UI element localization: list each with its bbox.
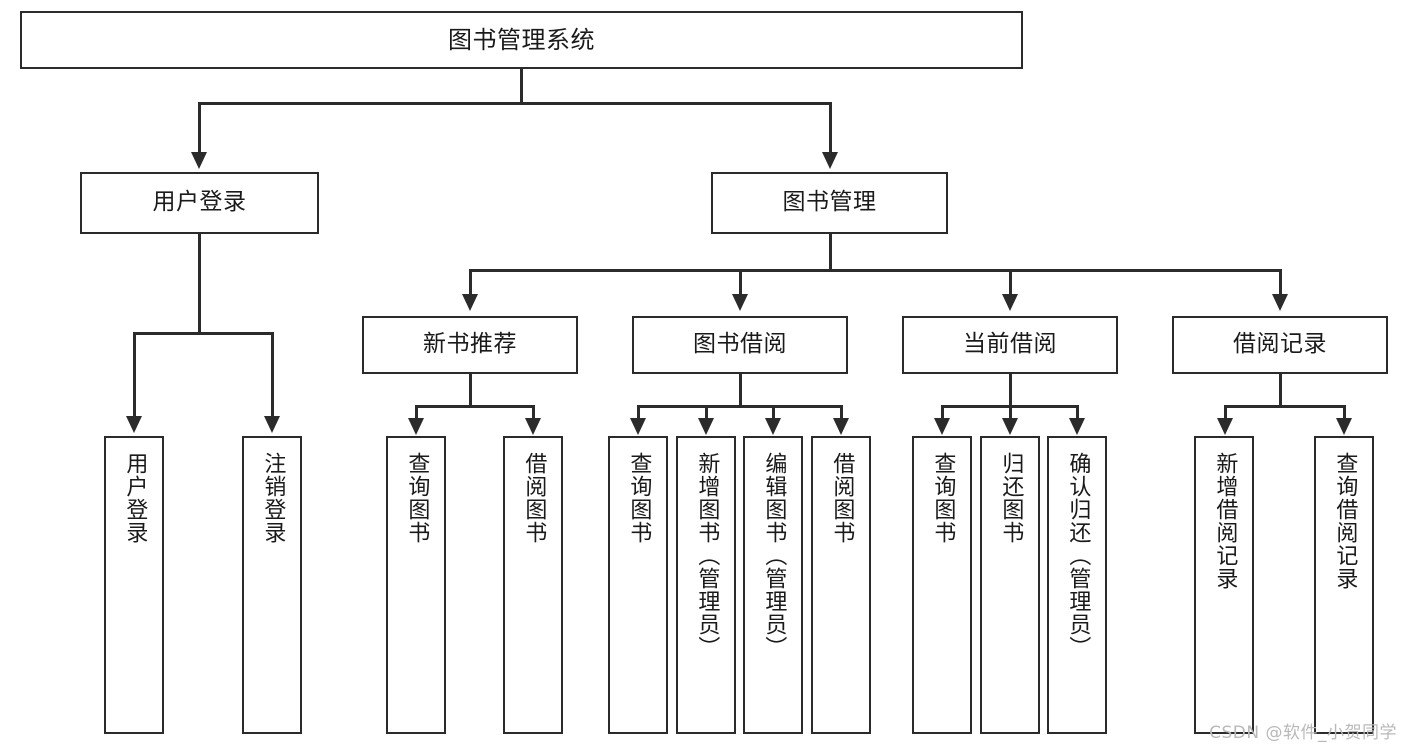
node-label: 查询图书 — [626, 452, 652, 544]
edge-user-login-to-leaf-2 — [271, 332, 274, 416]
edge-br-to-leaf-2 — [1343, 405, 1346, 419]
edge-cb-to-leaf-1 — [941, 405, 944, 419]
edge-book-management-bus — [469, 269, 1281, 272]
arrow-bm-to-l3-3 — [1002, 294, 1018, 311]
node-label: 注销登录 — [260, 452, 286, 544]
arrow-cb-to-leaf-3 — [1069, 418, 1085, 435]
arrow-bm-to-l3-1 — [462, 294, 478, 311]
edge-br-stem — [1279, 374, 1282, 407]
edge-book-management-stem — [829, 234, 832, 270]
node-leaf-logout-login[interactable]: 注销登录 — [242, 436, 302, 734]
node-leaf-query-record[interactable]: 查询借阅记录 — [1314, 436, 1374, 734]
node-label: 查询图书 — [404, 452, 430, 544]
arrow-bb-to-leaf-1 — [630, 418, 646, 435]
arrow-br-to-leaf-1 — [1217, 418, 1233, 435]
node-label: 新增借阅记录 — [1212, 452, 1238, 590]
edge-root-bus — [198, 102, 832, 105]
node-leaf-query-book-1[interactable]: 查询图书 — [386, 436, 446, 734]
node-label: 查询借阅记录 — [1332, 452, 1358, 590]
edge-nbr-to-leaf-1 — [415, 405, 418, 419]
arrow-user-login-to-leaf-1 — [126, 416, 142, 433]
node-label: 确认归还（管理员） — [1065, 452, 1091, 659]
arrow-bb-to-leaf-2 — [698, 418, 714, 435]
node-label: 当前借阅 — [963, 331, 1057, 358]
edge-bb-to-leaf-2 — [705, 405, 708, 419]
node-borrow-record[interactable]: 借阅记录 — [1172, 316, 1388, 374]
node-label: 借阅图书 — [829, 452, 855, 544]
node-label: 图书管理 — [782, 189, 877, 216]
node-leaf-confirm-return[interactable]: 确认归还（管理员） — [1047, 436, 1107, 734]
node-book-management[interactable]: 图书管理 — [711, 172, 948, 234]
arrow-bm-to-l3-2 — [732, 294, 748, 311]
arrow-bm-to-l3-4 — [1272, 294, 1288, 311]
edge-root-to-book-management — [829, 102, 832, 152]
arrow-bb-to-leaf-3 — [765, 418, 781, 435]
node-leaf-query-book-2[interactable]: 查询图书 — [608, 436, 668, 734]
edge-bm-to-l3-4 — [1279, 269, 1282, 295]
node-book-management-system[interactable]: 图书管理系统 — [20, 11, 1023, 69]
edge-nbr-stem — [469, 374, 472, 407]
edge-br-to-leaf-1 — [1224, 405, 1227, 419]
node-label: 借阅记录 — [1233, 331, 1327, 358]
edge-bb-to-leaf-1 — [637, 405, 640, 419]
edge-root-to-user-login — [198, 102, 201, 152]
node-user-login[interactable]: 用户登录 — [80, 172, 319, 234]
node-leaf-return-book[interactable]: 归还图书 — [980, 436, 1040, 734]
node-label: 用户登录 — [152, 189, 247, 216]
edge-user-login-bus — [133, 332, 273, 335]
arrow-cb-to-leaf-2 — [1002, 418, 1018, 435]
node-label: 图书借阅 — [693, 331, 787, 358]
node-leaf-edit-book[interactable]: 编辑图书（管理员） — [743, 436, 803, 734]
node-new-book-recommend[interactable]: 新书推荐 — [362, 316, 578, 374]
node-current-borrow[interactable]: 当前借阅 — [902, 316, 1118, 374]
watermark-text: CSDN @软件_小贺同学 — [1209, 723, 1397, 743]
node-label: 借阅图书 — [521, 452, 547, 544]
node-leaf-query-book-3[interactable]: 查询图书 — [912, 436, 972, 734]
edge-user-login-to-leaf-1 — [133, 332, 136, 416]
edge-root-stem — [520, 69, 523, 104]
edge-bm-to-l3-3 — [1009, 269, 1012, 295]
edge-cb-to-leaf-2 — [1009, 405, 1012, 419]
edge-bm-to-l3-2 — [739, 269, 742, 295]
node-label: 查询图书 — [930, 452, 956, 544]
arrow-br-to-leaf-2 — [1336, 418, 1352, 435]
node-book-borrow[interactable]: 图书借阅 — [632, 316, 848, 374]
edge-br-bus — [1224, 405, 1345, 408]
node-label: 新书推荐 — [423, 331, 517, 358]
edge-user-login-stem — [198, 234, 201, 334]
node-leaf-user-login[interactable]: 用户登录 — [104, 436, 164, 734]
arrow-cb-to-leaf-1 — [934, 418, 950, 435]
arrow-bb-to-leaf-4 — [833, 418, 849, 435]
arrow-root-to-book-management — [822, 152, 838, 169]
edge-cb-to-leaf-3 — [1076, 405, 1079, 419]
arrow-user-login-to-leaf-2 — [264, 416, 280, 433]
edge-bb-bus — [637, 405, 842, 408]
node-label: 新增图书（管理员） — [694, 452, 720, 659]
arrow-nbr-to-leaf-1 — [408, 418, 424, 435]
edge-bb-to-leaf-4 — [840, 405, 843, 419]
node-label: 编辑图书（管理员） — [761, 452, 787, 659]
arrow-nbr-to-leaf-2 — [525, 418, 541, 435]
arrow-root-to-user-login — [191, 152, 207, 169]
edge-cb-stem — [1009, 374, 1012, 407]
edge-bb-to-leaf-3 — [772, 405, 775, 419]
node-label: 用户登录 — [122, 452, 148, 544]
edge-bm-to-l3-1 — [469, 269, 472, 295]
edge-nbr-to-leaf-2 — [532, 405, 535, 419]
node-label: 归还图书 — [998, 452, 1024, 544]
edge-nbr-bus — [415, 405, 534, 408]
node-label: 图书管理系统 — [448, 25, 595, 54]
edge-bb-stem — [739, 374, 742, 407]
node-leaf-add-book[interactable]: 新增图书（管理员） — [676, 436, 736, 734]
node-leaf-borrow-book-1[interactable]: 借阅图书 — [503, 436, 563, 734]
node-leaf-borrow-book-2[interactable]: 借阅图书 — [811, 436, 871, 734]
node-leaf-add-record[interactable]: 新增借阅记录 — [1194, 436, 1254, 734]
